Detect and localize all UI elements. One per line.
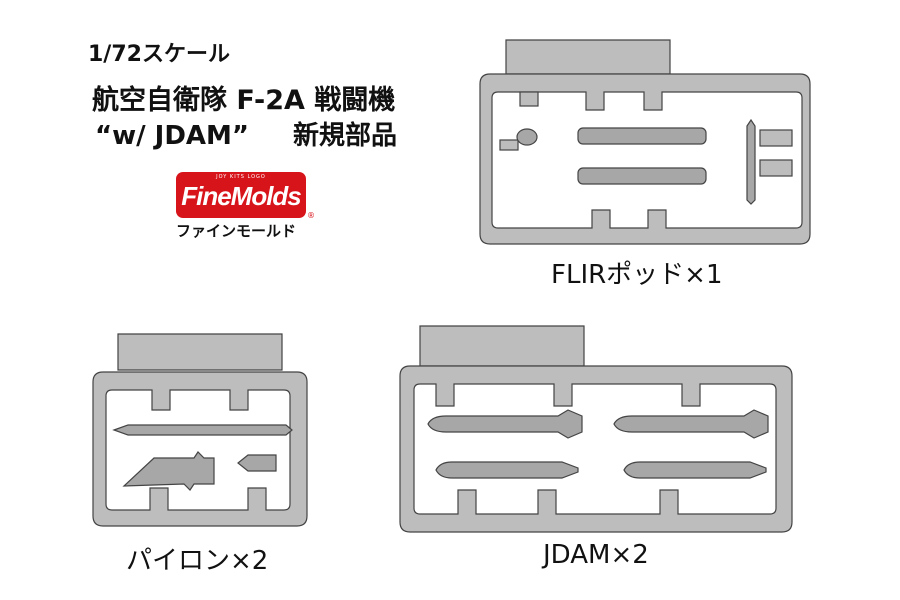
jdam-sprue-frame	[399, 365, 793, 533]
product-title: 航空自衛隊 F-2A 戦闘機	[92, 85, 396, 116]
logo-kana: ファインモールド	[176, 222, 297, 240]
pylon-part	[112, 424, 293, 491]
subtitle-new-parts: 新規部品	[293, 121, 398, 151]
pylon-caption: パイロン×2	[126, 546, 269, 576]
flir-pod-part	[516, 118, 756, 205]
logo-brand: FineMolds	[181, 181, 302, 211]
jdam-sprue-tab	[419, 325, 585, 367]
flir-gate	[499, 139, 519, 151]
subtitle-variant: “w/ JDAM”	[95, 121, 249, 151]
logo-registered-mark: ®	[307, 211, 315, 220]
logo-tagline: JOY KITS LOGO	[216, 174, 266, 180]
finemolds-logo: JOY KITS LOGO FineMolds ®	[176, 172, 315, 220]
flir-gate	[759, 129, 793, 147]
pylon-sprue	[92, 333, 308, 527]
product-subtitle: “w/ JDAM” 新規部品	[95, 115, 397, 152]
flir-sprue-frame	[479, 73, 811, 245]
flir-caption: FLIRポッド×1	[551, 260, 723, 290]
flir-gate	[519, 91, 539, 107]
pylon-sprue-frame	[92, 371, 308, 527]
pylon-sprue-tab	[117, 333, 283, 371]
jdam-part	[427, 409, 769, 479]
scale-label: 1/72スケール	[88, 42, 230, 67]
flir-gate	[759, 159, 793, 177]
flir-sprue-tab	[505, 39, 671, 75]
jdam-sprue	[399, 325, 793, 533]
jdam-caption: JDAM×2	[543, 540, 649, 570]
flir-sprue	[479, 39, 811, 245]
